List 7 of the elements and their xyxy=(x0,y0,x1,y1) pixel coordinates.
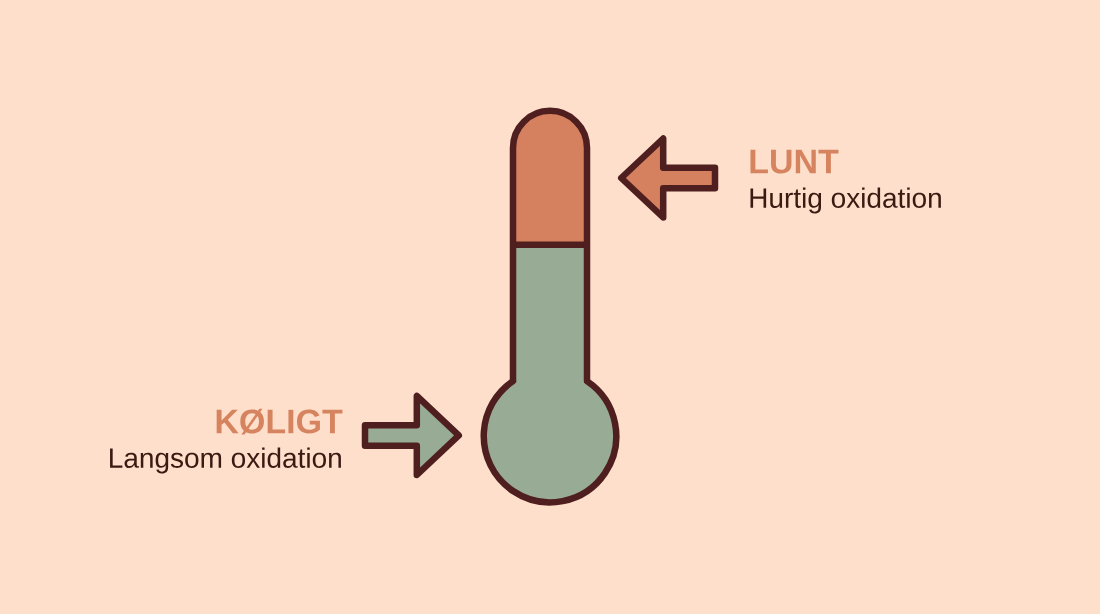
block-arrow xyxy=(617,135,719,221)
description: Hurtig oxidation xyxy=(750,187,941,214)
thermometer xyxy=(480,107,620,506)
block-arrow xyxy=(361,392,463,479)
heading: KØLIGT xyxy=(216,408,343,435)
heading: LUNT xyxy=(750,149,839,174)
description: Langsom oxidation xyxy=(110,447,341,474)
